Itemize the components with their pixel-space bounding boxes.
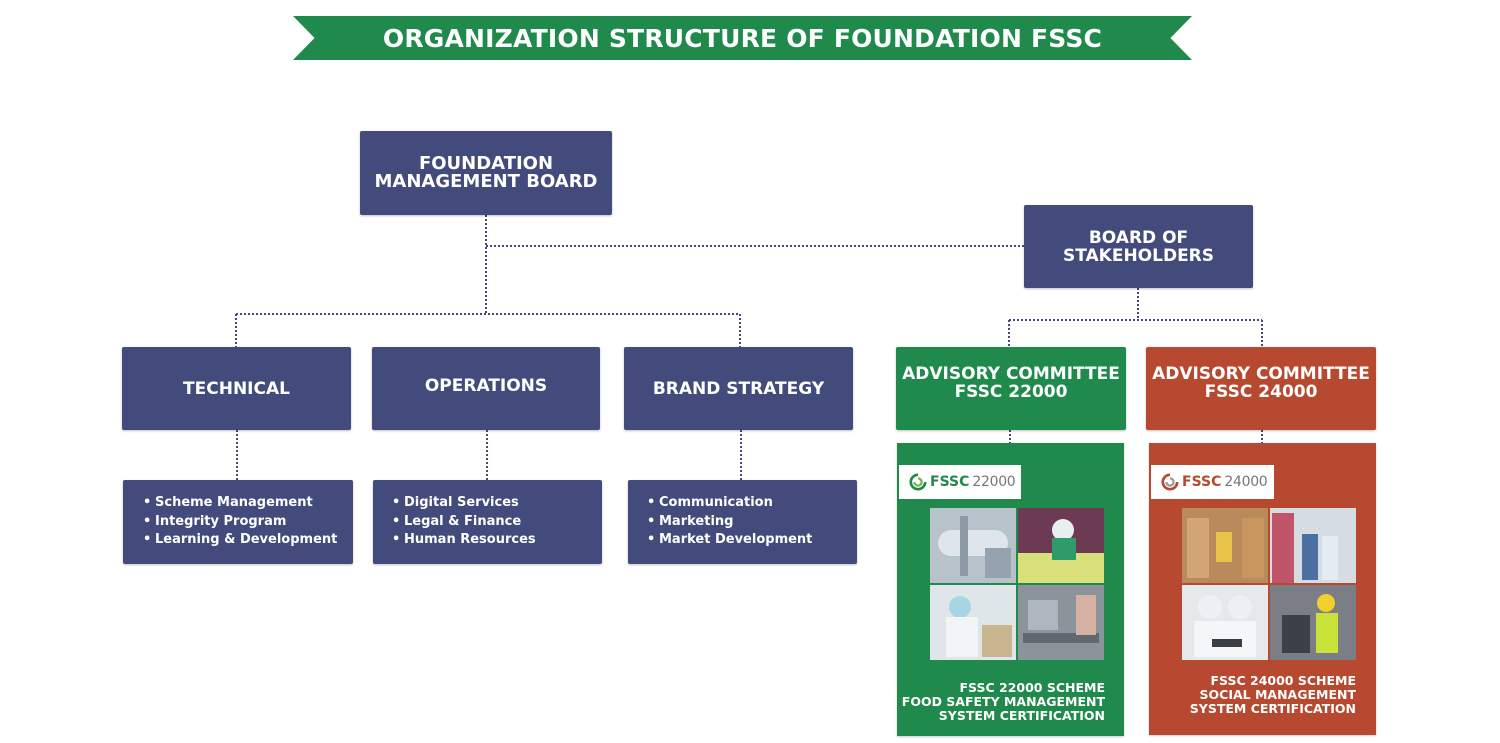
committee-label-line2: FSSC 24000: [1204, 381, 1318, 402]
committee-label-line1: ADVISORY COMMITTEE: [902, 363, 1120, 384]
advisory-committee-22000: ADVISORY COMMITTEE FSSC 22000: [896, 347, 1126, 430]
operations-list: Digital Services Legal & Finance Human R…: [373, 480, 602, 564]
list-item: Integrity Program: [143, 513, 337, 532]
scheme-panel-24000: FSSC 24000 FSSC 24000: [1149, 443, 1376, 735]
photo-lab-worker: [930, 585, 1016, 660]
photo-industrial-workers: [1270, 585, 1356, 660]
department-label: OPERATIONS: [424, 375, 548, 396]
list-item: Scheme Management: [143, 494, 337, 513]
department-brand-strategy: BRAND STRATEGY: [624, 347, 853, 430]
list-item: Legal & Finance: [392, 513, 536, 532]
logo-number: 22000: [972, 474, 1016, 490]
photo-store-aisle: [1270, 508, 1356, 583]
stakeholders-board-box: BOARD OF STAKEHOLDERS: [1024, 205, 1253, 288]
scheme-line: FOOD SAFETY MANAGEMENT: [901, 694, 1105, 709]
department-label: TECHNICAL: [183, 378, 290, 399]
department-label: BRAND STRATEGY: [652, 378, 825, 399]
scheme-line: FSSC 22000 SCHEME: [959, 680, 1105, 695]
scheme-line: FSSC 24000 SCHEME: [1210, 673, 1356, 688]
photo-grid: [930, 508, 1104, 660]
fssc-logo-icon: [1161, 473, 1179, 491]
title-banner: ORGANIZATION STRUCTURE OF FOUNDATION FSS…: [293, 16, 1192, 60]
scheme-panel-22000: FSSC 22000 FSSC 22000 SCHEME: [897, 443, 1124, 736]
fssc-22000-logo: FSSC 22000: [899, 465, 1021, 499]
scheme-line: SOCIAL MANAGEMENT: [1199, 687, 1356, 702]
fssc-24000-logo: FSSC 24000: [1151, 465, 1274, 499]
management-board-box: FOUNDATION MANAGEMENT BOARD: [360, 131, 612, 215]
technical-list: Scheme Management Integrity Program Lear…: [123, 480, 353, 564]
scheme-description-24000: FSSC 24000 SCHEME SOCIAL MANAGEMENT SYST…: [1153, 674, 1356, 716]
department-operations: OPERATIONS: [372, 347, 600, 430]
photo-warehouse-worker: [1182, 508, 1268, 583]
logo-brand: FSSC: [1182, 474, 1222, 490]
committee-label-line1: ADVISORY COMMITTEE: [1152, 363, 1370, 384]
brand-strategy-list: Communication Marketing Market Developme…: [628, 480, 857, 564]
connector-committee-panels: [1009, 430, 1263, 443]
logo-brand: FSSC: [930, 474, 970, 490]
logo-number: 24000: [1224, 474, 1268, 490]
stakeholders-board-label: BOARD OF STAKEHOLDERS: [1062, 227, 1215, 266]
scheme-description-22000: FSSC 22000 SCHEME FOOD SAFETY MANAGEMENT…: [901, 681, 1105, 723]
photo-worker-produce: [1018, 508, 1104, 583]
page-title: ORGANIZATION STRUCTURE OF FOUNDATION FSS…: [382, 23, 1103, 53]
scheme-line: SYSTEM CERTIFICATION: [938, 708, 1105, 723]
advisory-committee-24000: ADVISORY COMMITTEE FSSC 24000: [1146, 347, 1376, 430]
list-item: Learning & Development: [143, 531, 337, 550]
list-item: Digital Services: [392, 494, 536, 513]
photo-factory-tanks: [930, 508, 1016, 583]
photo-production-line: [1018, 585, 1104, 660]
management-board-label: FOUNDATION MANAGEMENT BOARD: [374, 153, 598, 192]
department-technical: TECHNICAL: [122, 347, 351, 430]
photo-food-workers: [1182, 585, 1268, 660]
list-item: Communication: [647, 494, 812, 513]
connector-departments-drops: [235, 314, 741, 347]
scheme-line: SYSTEM CERTIFICATION: [1189, 701, 1356, 716]
list-item: Marketing: [647, 513, 812, 532]
connector-stakeholders-committees: [1008, 288, 1263, 347]
list-item: Human Resources: [392, 531, 536, 550]
photo-grid: [1182, 508, 1356, 660]
fssc-logo-icon: [909, 473, 927, 491]
list-item: Market Development: [647, 531, 812, 550]
committee-label-line2: FSSC 22000: [954, 381, 1068, 402]
